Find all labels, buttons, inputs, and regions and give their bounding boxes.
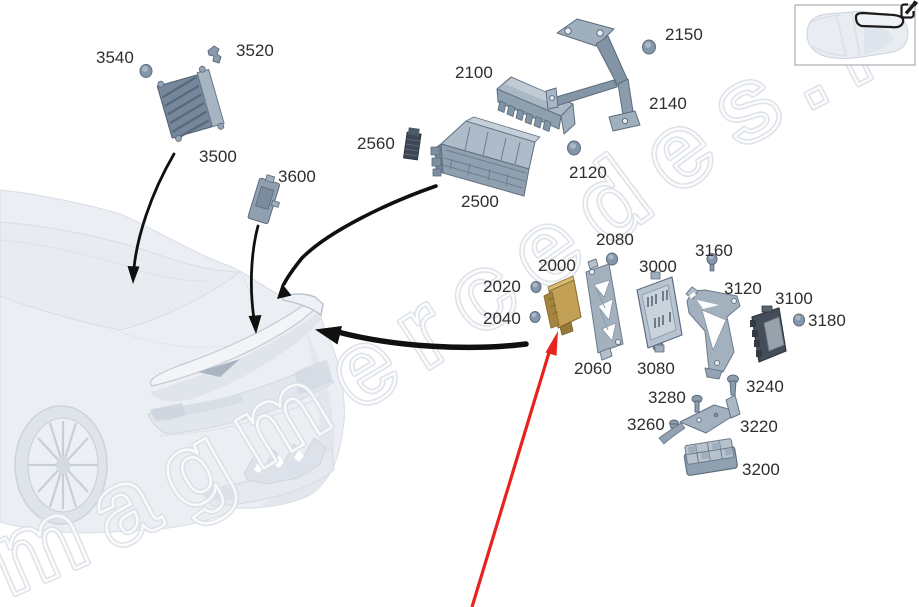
svg-text:3240: 3240 — [746, 377, 784, 396]
svg-text:3280: 3280 — [648, 388, 686, 407]
svg-text:2040: 2040 — [483, 309, 521, 328]
svg-text:3520: 3520 — [236, 41, 274, 60]
svg-text:3080: 3080 — [637, 359, 675, 378]
svg-text:2140: 2140 — [649, 94, 687, 113]
svg-text:2080: 2080 — [596, 230, 634, 249]
svg-text:2020: 2020 — [483, 277, 521, 296]
svg-text:3260: 3260 — [627, 415, 665, 434]
svg-text:3600: 3600 — [278, 167, 316, 186]
svg-text:2100: 2100 — [455, 63, 493, 82]
svg-text:3180: 3180 — [808, 311, 846, 330]
svg-text:2060: 2060 — [574, 359, 612, 378]
svg-text:3120: 3120 — [724, 279, 762, 298]
svg-text:2000: 2000 — [538, 256, 576, 275]
svg-text:2500: 2500 — [461, 192, 499, 211]
svg-text:3220: 3220 — [740, 417, 778, 436]
svg-text:3100: 3100 — [775, 289, 813, 308]
svg-text:3200: 3200 — [742, 460, 780, 479]
svg-text:2120: 2120 — [569, 163, 607, 182]
svg-text:2150: 2150 — [665, 25, 703, 44]
svg-text:2560: 2560 — [357, 134, 395, 153]
svg-text:3000: 3000 — [639, 257, 677, 276]
svg-text:3160: 3160 — [695, 241, 733, 260]
svg-text:3500: 3500 — [199, 147, 237, 166]
svg-text:3540: 3540 — [96, 48, 134, 67]
